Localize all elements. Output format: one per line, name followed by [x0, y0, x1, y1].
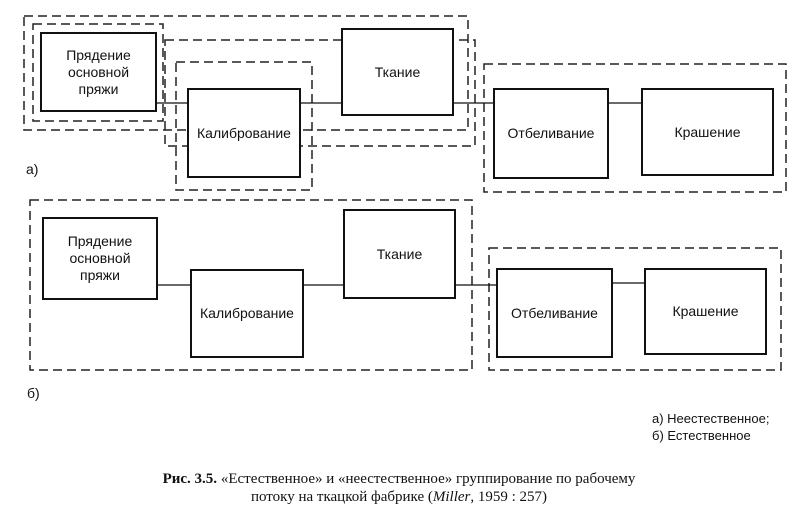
group-frame-b-finishing-dept — [488, 247, 782, 371]
group-frame-a-spinning — [32, 23, 164, 122]
box-a-weaving: Ткание — [341, 28, 454, 116]
diagram-a-label: а) — [26, 161, 39, 177]
legend-item-b: б) Естественное — [652, 428, 751, 443]
box-b-dyeing: Крашение — [644, 268, 767, 355]
figure-number: Рис. 3.5. — [162, 471, 218, 487]
box-a-sizing: Калибрование — [187, 88, 301, 178]
caption-line-1: Рис. 3.5. «Естественное» и «неестественн… — [0, 470, 798, 488]
legend: а) Неестественное; б) Естественное — [652, 410, 769, 444]
group-frame-a-sizing — [175, 61, 313, 191]
caption-text-2: потоку на ткацкой фабрике ( — [250, 489, 433, 505]
caption-author: Miller — [432, 489, 471, 505]
box-b-sizing: Калибрование — [190, 269, 304, 358]
box-b-bleaching: Отбеливание — [496, 268, 613, 358]
box-b-weaving: Ткание — [343, 209, 456, 299]
box-a-spinning: Прядение основной пряжи — [40, 32, 157, 112]
legend-item-a: а) Неестественное; — [652, 411, 770, 426]
group-frame-a-mid — [164, 39, 476, 147]
group-frame-a-finishing — [483, 63, 787, 193]
group-frame-a-outer — [23, 15, 469, 131]
figure-caption: Рис. 3.5. «Естественное» и «неестественн… — [0, 470, 798, 506]
caption-text-1: «Естественное» и «неестественное» группи… — [217, 471, 636, 487]
caption-text-3: , 1959 : 257) — [470, 489, 548, 505]
diagram-b-label: б) — [27, 385, 40, 401]
box-a-dyeing: Крашение — [641, 88, 774, 176]
box-a-bleaching: Отбеливание — [493, 88, 609, 179]
caption-line-2: потоку на ткацкой фабрике (Miller, 1959 … — [0, 488, 798, 506]
box-b-spinning: Прядение основной пряжи — [42, 217, 158, 300]
